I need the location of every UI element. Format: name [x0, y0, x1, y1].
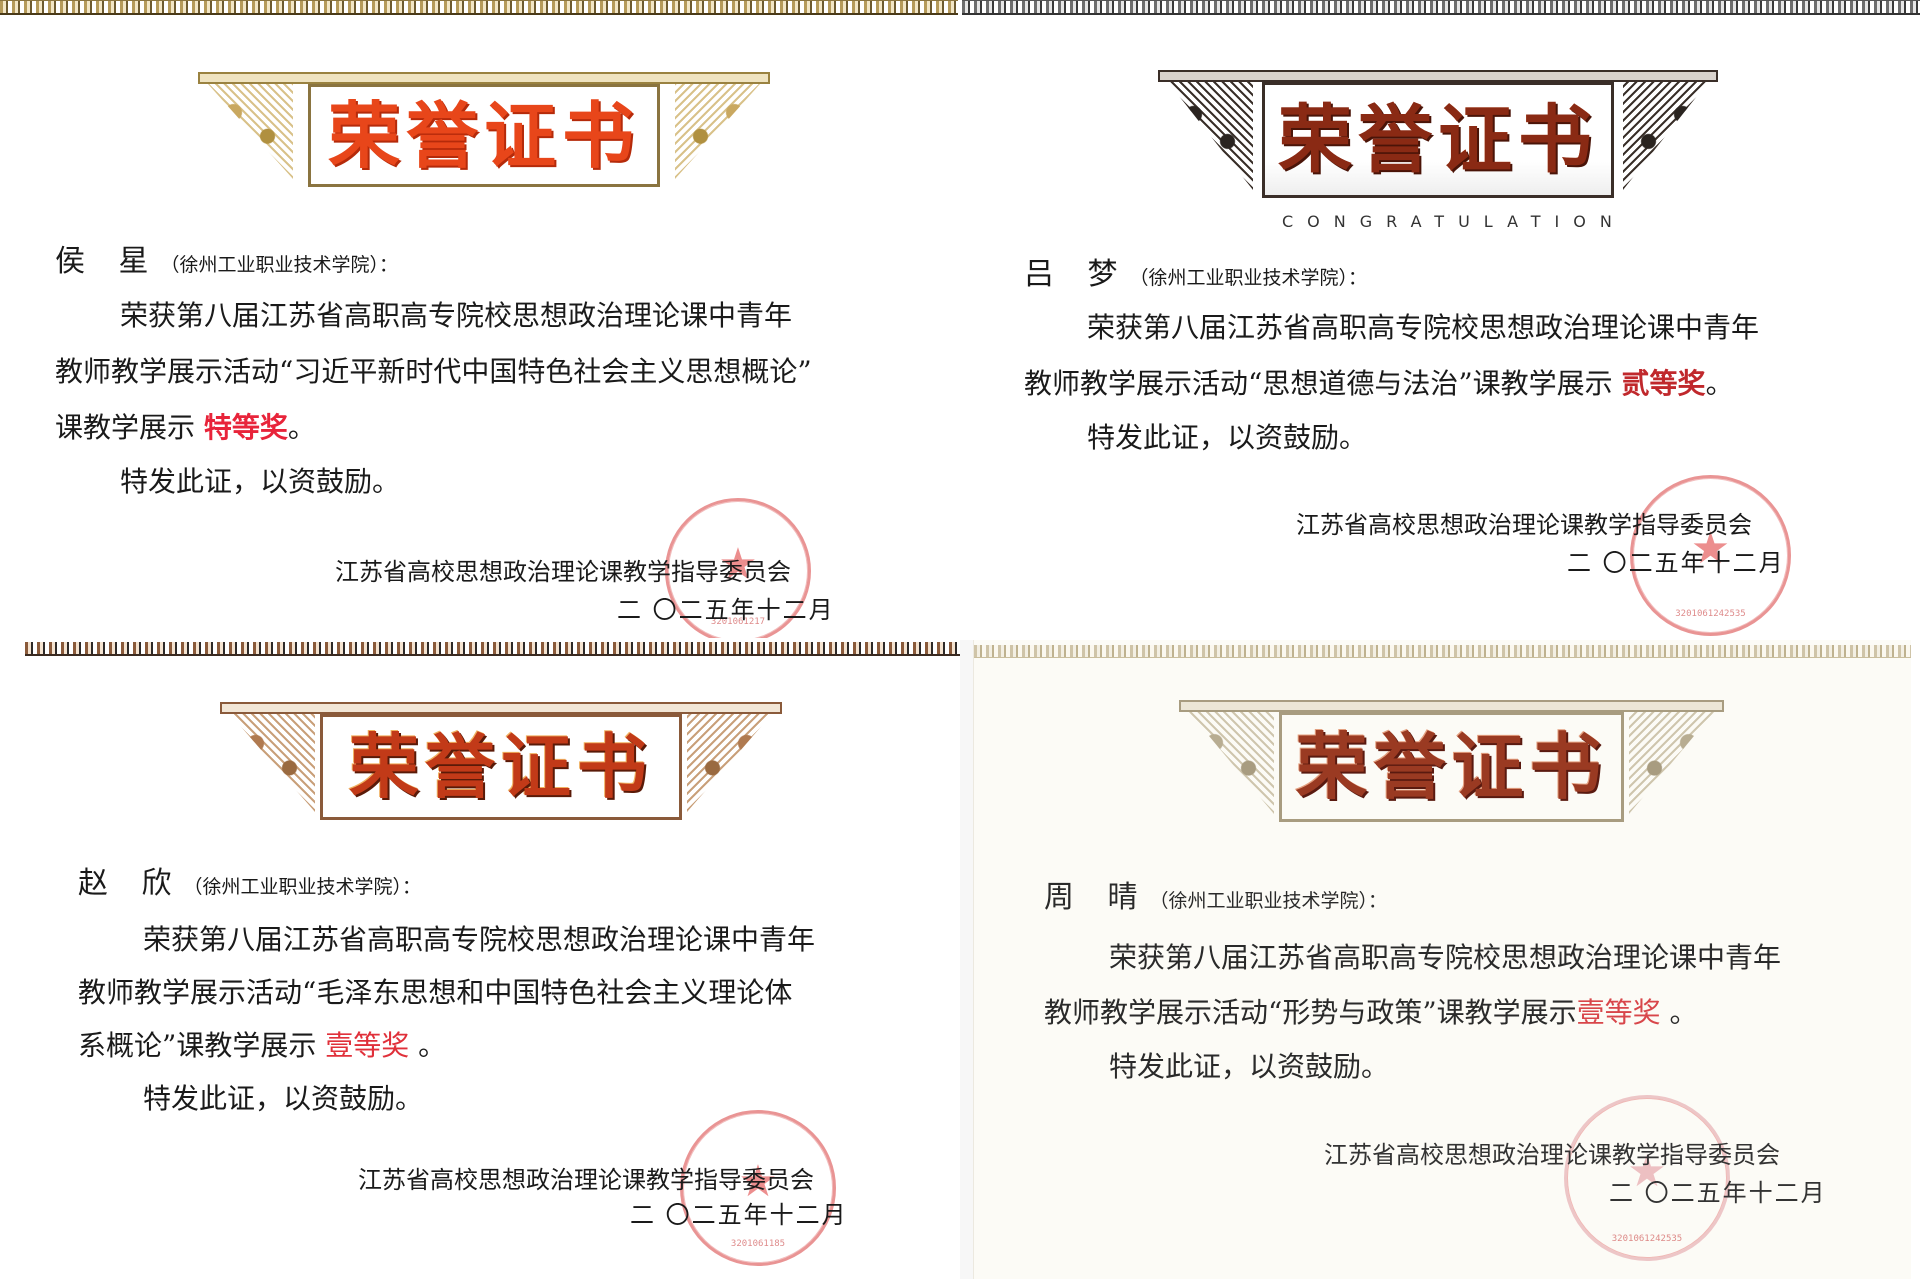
official-seal: ★ 3201061242535	[1630, 475, 1791, 636]
ornamental-border	[962, 0, 1920, 15]
certificate-title: 荣誉证书	[349, 726, 653, 808]
body-line-2: 教师教学展示活动“习近平新时代中国特色社会主义思想概论”	[55, 355, 812, 388]
scroll-ornament-icon	[1168, 82, 1253, 190]
title-banner: 荣誉证书	[220, 702, 782, 820]
divider	[958, 0, 962, 638]
certificate-title: 荣誉证书	[1295, 725, 1608, 809]
award-level: 壹等奖	[325, 1029, 410, 1062]
issue-date: 二 〇二五年十二月	[1609, 1179, 1827, 1207]
issuer: 江苏省高校思想政治理论课教学指导委员会	[1296, 511, 1752, 539]
body-line-1: 荣获第八届江苏省高职高专院校思想政治理论课中青年	[1109, 941, 1782, 974]
body-line-1: 荣获第八届江苏省高职高专院校思想政治理论课中青年	[1087, 311, 1760, 344]
recipient-name: 周 晴	[1044, 880, 1150, 915]
title-frame: 荣誉证书	[1279, 712, 1624, 822]
school-name: （徐州工业职业技术学院）：	[160, 254, 399, 276]
official-seal: ★ 3201061185	[680, 1110, 836, 1266]
recipient-line: 侯 星（徐州工业职业技术学院）：	[55, 244, 398, 283]
certificate-zhou-qing: 荣誉证书 周 晴（徐州工业职业技术学院）： 荣获第八届江苏省高职高专院校思想政治…	[973, 640, 1911, 1279]
scroll-ornament-icon	[208, 84, 293, 179]
body-line-3: 课教学展示 特等奖。	[55, 410, 316, 446]
scroll-ornament-icon	[675, 84, 760, 179]
title-banner: 荣誉证书	[1158, 70, 1718, 198]
issuer: 江苏省高校思想政治理论课教学指导委员会	[1324, 1135, 1780, 1170]
certificate-hou-xing: 荣誉证书 侯 星（徐州工业职业技术学院）： 荣获第八届江苏省高职高专院校思想政治…	[0, 0, 958, 638]
issue-date: 二 〇二五年十二月	[630, 1201, 848, 1229]
scroll-ornament-icon	[687, 714, 772, 812]
seal-serial: 3201061217	[710, 617, 766, 627]
ornamental-border	[974, 645, 1911, 658]
closing-line: 特发此证，以资鼓励。	[1087, 421, 1368, 454]
star-icon: ★	[718, 539, 758, 591]
closing-line: 特发此证，以资鼓励。	[120, 465, 401, 498]
body-line-2: 教师教学展示活动“形势与政策”课教学展示壹等奖 。	[1044, 995, 1698, 1031]
scroll-ornament-icon	[230, 714, 315, 812]
scroll-ornament-icon	[1189, 712, 1274, 814]
body-text: 。	[287, 411, 316, 444]
body-text: 教师教学展示活动“思想道德与法治”课教学展示	[1024, 367, 1622, 400]
title-frame: 荣誉证书	[1262, 82, 1614, 198]
ornamental-border	[0, 0, 958, 15]
body-line-1: 荣获第八届江苏省高职高专院校思想政治理论课中青年	[120, 299, 793, 332]
scroll-ornament-icon	[1629, 712, 1714, 814]
divider	[960, 640, 974, 1279]
seal-serial: 3201061242535	[1675, 609, 1746, 619]
issue-date: 二 〇二五年十二月	[1567, 549, 1785, 577]
certificate-title: 荣誉证书	[1278, 97, 1598, 183]
title-frame: 荣誉证书	[308, 84, 660, 187]
seal-serial: 3201061185	[730, 1239, 786, 1249]
body-line-2: 教师教学展示活动“思想道德与法治”课教学展示 贰等奖。	[1024, 366, 1734, 402]
school-name: （徐州工业职业技术学院）：	[183, 876, 422, 898]
title-banner: 荣誉证书	[198, 72, 770, 187]
body-text: 。	[1705, 367, 1734, 400]
official-seal: ★ 3201061242535	[1564, 1095, 1730, 1261]
body-line-2: 教师教学展示活动“毛泽东思想和中国特色社会主义理论体	[78, 976, 793, 1009]
certificate-title: 荣誉证书	[327, 93, 640, 178]
star-icon: ★	[738, 1156, 778, 1207]
issuer: 江苏省高校思想政治理论课教学指导委员会	[335, 558, 791, 586]
star-icon: ★	[1690, 523, 1731, 575]
body-text: 。	[1660, 996, 1698, 1029]
scroll-ornament-icon	[1623, 82, 1708, 190]
closing-line: 特发此证，以资鼓励。	[143, 1082, 424, 1115]
seal-serial: 3201061242535	[1611, 1234, 1683, 1244]
body-line-1: 荣获第八届江苏省高职高专院校思想政治理论课中青年	[143, 923, 816, 956]
body-text: 课教学展示	[55, 411, 204, 444]
body-text: 系概论”课教学展示	[78, 1029, 326, 1062]
congratulation-subtitle: CONGRATULATION	[1282, 212, 1626, 231]
certificate-lv-meng: 荣誉证书 CONGRATULATION 吕 梦（徐州工业职业技术学院）： 荣获第…	[962, 0, 1920, 638]
issuer: 江苏省高校思想政治理论课教学指导委员会	[358, 1166, 814, 1194]
official-seal: ★ 3201061217	[665, 498, 811, 638]
issuer-text: 江苏省高校思想政治理论课教学指导委员会	[1324, 1141, 1780, 1169]
school-name: （徐州工业职业技术学院）：	[1149, 890, 1388, 912]
issue-date: 二 〇二五年十二月	[617, 596, 835, 624]
body-line-3: 系概论”课教学展示 壹等奖 。	[78, 1028, 446, 1064]
star-icon: ★	[1627, 1145, 1667, 1197]
school-name: （徐州工业职业技术学院）：	[1129, 267, 1368, 289]
recipient-line: 吕 梦（徐州工业职业技术学院）：	[1024, 257, 1367, 296]
recipient-name: 吕 梦	[1024, 257, 1130, 292]
body-text: 。	[409, 1029, 447, 1062]
body-text: 教师教学展示活动“形势与政策”课教学展示	[1044, 996, 1577, 1029]
title-frame: 荣誉证书	[320, 714, 682, 820]
recipient-name: 赵 欣	[78, 866, 184, 901]
closing-line: 特发此证，以资鼓励。	[1109, 1050, 1390, 1083]
award-level: 壹等奖	[1576, 996, 1661, 1029]
award-level: 特等奖	[203, 411, 288, 444]
title-banner: 荣誉证书	[1179, 700, 1724, 822]
recipient-line: 赵 欣（徐州工业职业技术学院）：	[78, 866, 421, 905]
certificate-zhao-xin: 荣誉证书 赵 欣（徐州工业职业技术学院）： 荣获第八届江苏省高职高专院校思想政治…	[0, 640, 960, 1279]
recipient-line: 周 晴（徐州工业职业技术学院）：	[1044, 880, 1387, 919]
recipient-name: 侯 星	[55, 244, 161, 279]
ornamental-border	[25, 642, 960, 656]
award-level: 贰等奖	[1621, 367, 1706, 400]
